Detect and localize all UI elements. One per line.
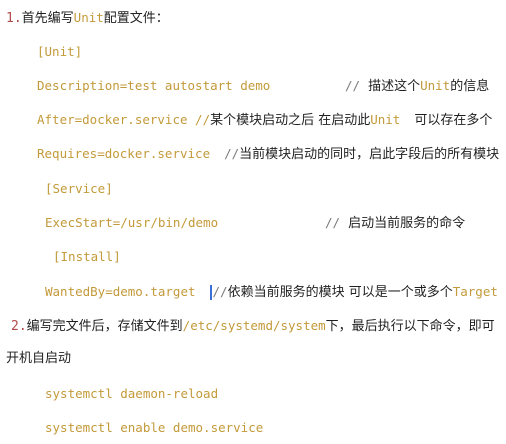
step-1-text-b: 配置文件： — [103, 11, 169, 26]
execstart-code: ExecStart=/usr/bin/demo — [45, 215, 219, 230]
step-2-line: 2.编写完文件后，存储文件到/etc/systemd/system下，最后执行以… — [11, 317, 495, 336]
step-2-number: 2. — [11, 319, 27, 334]
command-daemon-reload: systemctl daemon-reload — [45, 386, 219, 401]
unit-section-header: [Unit] — [37, 44, 83, 59]
description-comment-code: Unit — [420, 78, 451, 93]
service-section-header: [Service] — [45, 181, 113, 196]
text-cursor — [209, 285, 212, 300]
requires-comment-slashes: // — [224, 146, 240, 161]
step-2-continuation: 开机自启动 — [6, 351, 72, 366]
install-section-header: [Install] — [53, 249, 121, 264]
step-2-text-b: 下，最后执行以下命令，即可 — [325, 319, 495, 334]
execstart-comment-slashes: // — [325, 215, 341, 230]
step-2-path: /etc/systemd/system — [182, 318, 326, 333]
description-comment-text-b: 的信息 — [450, 79, 490, 94]
description-comment-text-a: 描述这个 — [368, 79, 421, 94]
wantedby-code: WantedBy=demo.target — [45, 284, 196, 299]
step-1-text-a: 首先编写 — [21, 11, 74, 26]
wantedby-code-target: Target — [452, 284, 498, 299]
description-code: Description=test autostart demo — [37, 78, 271, 93]
wantedby-line: WantedBy=demo.target //依赖当前服务的模块 可以是一个或多个… — [45, 283, 498, 302]
after-line: After=docker.service //某个模块启动之后 在启动此Unit… — [37, 111, 492, 130]
execstart-comment: // 启动当前服务的命令 — [325, 214, 465, 233]
execstart-line: ExecStart=/usr/bin/demo — [45, 214, 218, 233]
description-comment: // 描述这个Unit的信息 — [345, 77, 489, 96]
after-code: After=docker.service // — [37, 112, 211, 127]
requires-line: Requires=docker.service //当前模块启动的同时，启此字段后… — [37, 145, 499, 164]
step-1-code: Unit — [73, 10, 104, 25]
wantedby-text: 依赖当前服务的模块 可以是一个或多个 — [227, 285, 453, 300]
wantedby-comment-slashes: // — [212, 284, 228, 299]
command-enable-service: systemctl enable demo.service — [45, 420, 264, 435]
execstart-text: 启动当前服务的命令 — [348, 216, 466, 231]
requires-code: Requires=docker.service — [37, 146, 211, 161]
after-text-b: 可以存在多个 — [414, 113, 493, 128]
step-1-number: 1. — [6, 11, 22, 26]
description-line: Description=test autostart demo — [37, 77, 270, 96]
after-text-a: 某个模块启动之后 在启动此 — [210, 113, 371, 128]
after-code-unit: Unit — [370, 112, 401, 127]
requires-text: 当前模块启动的同时，启此字段后的所有模块 — [239, 147, 500, 162]
description-comment-slashes: // — [345, 78, 361, 93]
step-2-text-a: 编写完文件后，存储文件到 — [26, 319, 183, 334]
step-1-line: 1.首先编写Unit配置文件： — [6, 9, 169, 28]
